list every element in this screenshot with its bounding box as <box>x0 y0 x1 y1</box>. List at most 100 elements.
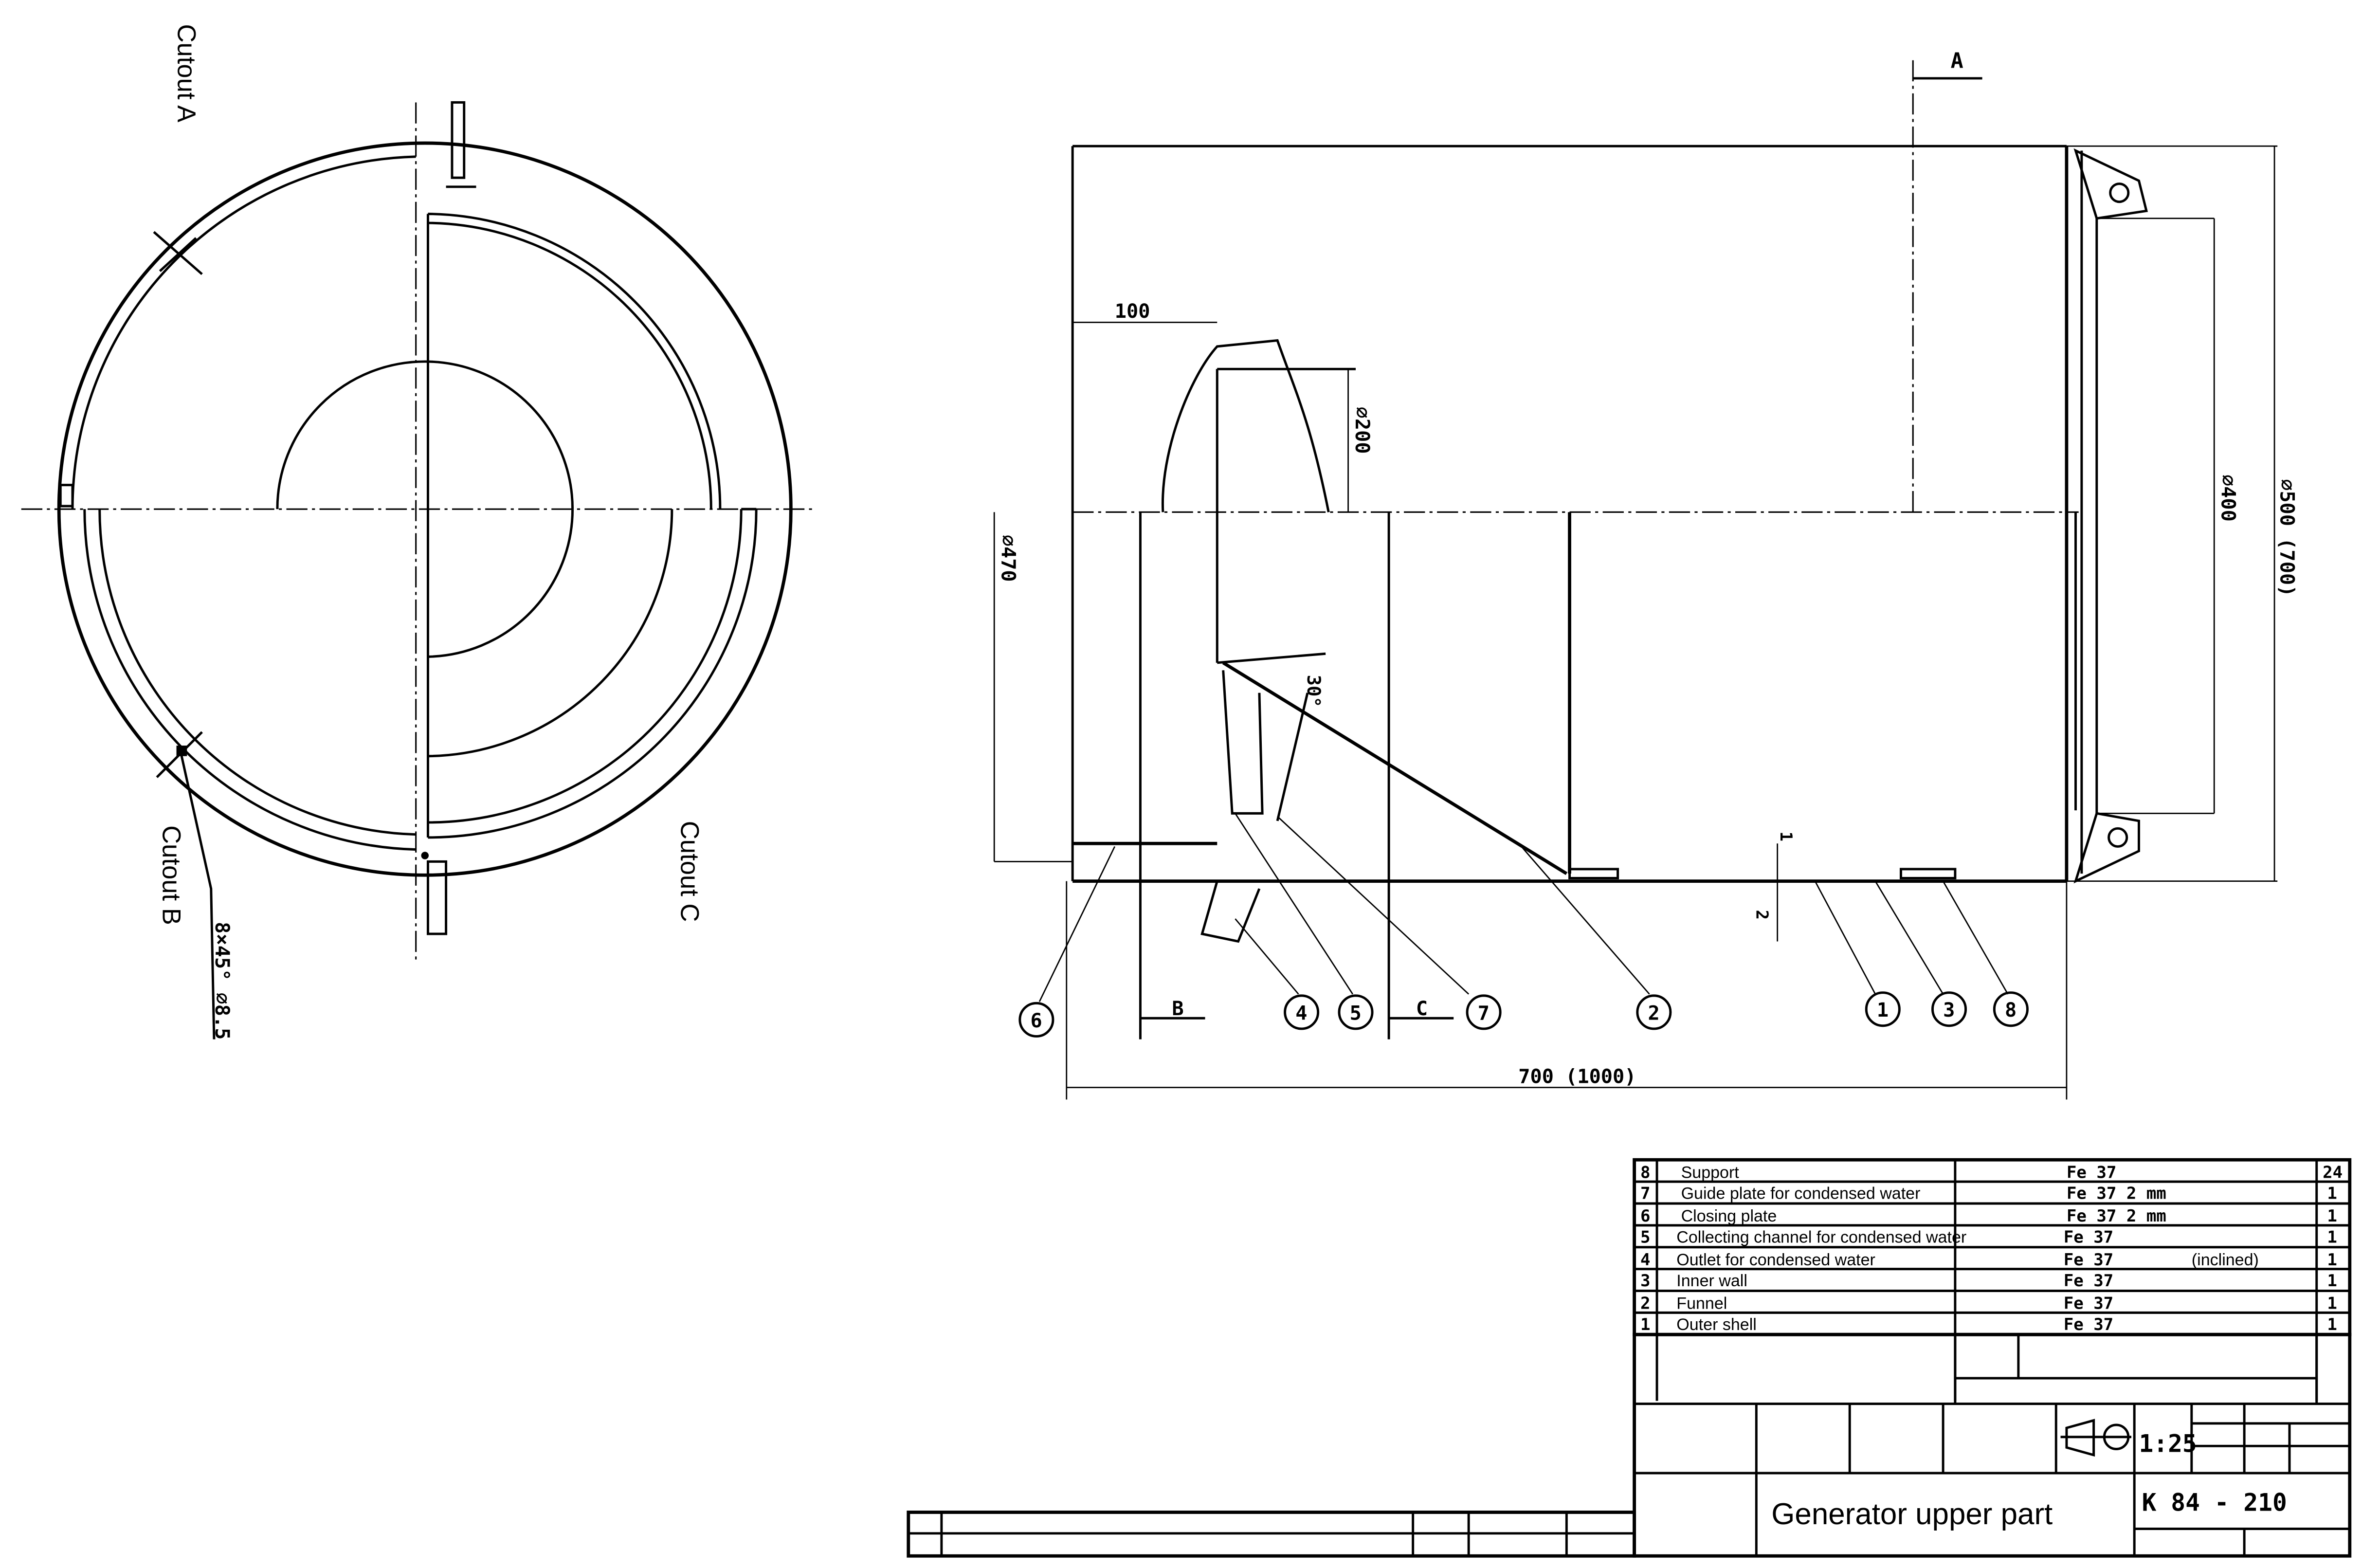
chamfer-leader <box>180 753 216 1039</box>
bottom-left-ring-inner <box>98 509 416 836</box>
callout-8: 8 <box>1993 991 2029 1027</box>
side-view: A 100 ⌀200 ⌀470 ⌀400 <box>993 49 2298 1100</box>
svg-text:1: 1 <box>1640 1315 1651 1334</box>
svg-text:Outlet for condensed water: Outlet for condensed water <box>1676 1251 1875 1269</box>
inner-semicircle <box>276 360 574 510</box>
dim-100: 100 <box>1115 300 1150 323</box>
svg-text:5: 5 <box>1350 1002 1362 1024</box>
parts-row: 7 Guide plate for condensed water Fe 37 2 … <box>1640 1184 2337 1203</box>
svg-text:Fe 37: Fe 37 <box>2064 1227 2113 1247</box>
svg-text:1: 1 <box>2327 1206 2337 1226</box>
svg-text:Fe 37: Fe 37 <box>2064 1294 2113 1313</box>
scale-value: 1:25 <box>2139 1430 2197 1458</box>
svg-text:Inner wall: Inner wall <box>1676 1272 1747 1290</box>
svg-text:Fe 37: Fe 37 <box>2064 1271 2113 1291</box>
breakout-outline <box>1161 339 1330 512</box>
top-right-ring-inner <box>428 221 712 510</box>
dim-length: 700 (1000) <box>1518 1065 1636 1088</box>
svg-text:1: 1 <box>2327 1184 2337 1203</box>
svg-text:8: 8 <box>2005 999 2017 1021</box>
svg-text:1: 1 <box>2327 1250 2337 1270</box>
svg-text:Fe 37 2 mm: Fe 37 2 mm <box>2067 1206 2166 1226</box>
dim-d470: ⌀470 <box>997 535 1019 582</box>
bottom-bracket <box>2073 812 2140 884</box>
drawing-title: Generator upper part <box>1771 1497 2053 1531</box>
callout-6: 6 <box>1018 1002 1054 1038</box>
thickness-1: 1 <box>1776 831 1796 841</box>
angle-30: 30° <box>1303 675 1324 708</box>
svg-text:Fe 37: Fe 37 <box>2064 1315 2113 1334</box>
callout-4: 4 <box>1284 994 1320 1030</box>
svg-text:7: 7 <box>1478 1002 1490 1024</box>
parts-row: 4 Outlet for condensed water Fe 37 (incline… <box>1640 1250 2337 1270</box>
svg-text:5: 5 <box>1640 1227 1651 1247</box>
collecting-channel <box>1222 670 1264 815</box>
cutout-a-label: Cutout A <box>172 24 201 123</box>
bottom-right-quarter-small <box>428 509 574 658</box>
top-support-tab <box>451 101 466 179</box>
parts-row: 8 Support Fe 37 24 <box>1640 1163 2343 1182</box>
svg-text:1: 1 <box>2327 1227 2337 1247</box>
svg-text:2: 2 <box>1648 1002 1659 1024</box>
callout-3: 3 <box>1931 991 1967 1027</box>
svg-text:1: 1 <box>1877 999 1889 1021</box>
callout-1: 1 <box>1865 991 1901 1027</box>
svg-text:3: 3 <box>1943 999 1955 1021</box>
funnel-line <box>1222 661 1568 875</box>
svg-text:4: 4 <box>1640 1250 1651 1270</box>
callout-2: 2 <box>1636 994 1672 1030</box>
svg-text:Collecting channel for condens: Collecting channel for condensed water <box>1676 1228 1966 1246</box>
guide-plate <box>1276 693 1309 821</box>
svg-text:6: 6 <box>1030 1010 1042 1032</box>
dim-d200: ⌀200 <box>1351 407 1373 454</box>
svg-text:Outer shell: Outer shell <box>1676 1315 1757 1334</box>
parts-row: 5 Collecting channel for condensed water F… <box>1640 1227 2337 1247</box>
bottom-left-ring-outer <box>83 509 416 851</box>
cutout-b-label: Cutout B <box>157 825 186 925</box>
callout-5: 5 <box>1338 994 1374 1030</box>
bottom-support-tab <box>426 860 448 935</box>
bottom-right-ring-inner <box>428 509 743 824</box>
svg-text:7: 7 <box>1640 1184 1651 1203</box>
bottom-right-ring-outer <box>428 509 758 839</box>
svg-text:Fe 37: Fe 37 <box>2064 1250 2113 1270</box>
svg-text:24: 24 <box>2323 1163 2343 1182</box>
svg-text:Funnel: Funnel <box>1676 1295 1727 1313</box>
dim-d400: ⌀400 <box>2217 474 2239 522</box>
svg-text:8: 8 <box>1640 1163 1651 1182</box>
chamfer-note: 8×45° ⌀8.5 <box>211 922 233 1039</box>
parts-row: 1 Outer shell Fe 37 1 <box>1640 1315 2337 1334</box>
revision-strip <box>907 1511 1636 1558</box>
svg-text:Support: Support <box>1681 1163 1740 1182</box>
callout-7: 7 <box>1466 994 1502 1030</box>
svg-text:Fe 37: Fe 37 <box>2067 1163 2116 1182</box>
section-c-label: C <box>1416 998 1428 1020</box>
top-bracket <box>2073 148 2148 220</box>
svg-text:(inclined): (inclined) <box>2192 1251 2259 1269</box>
svg-text:6: 6 <box>1640 1206 1651 1226</box>
section-a-label: A <box>1951 49 1963 73</box>
svg-text:Fe 37 2 mm: Fe 37 2 mm <box>2067 1184 2166 1203</box>
svg-text:1: 1 <box>2327 1271 2337 1291</box>
drawing-number: K 84 - 210 <box>2142 1488 2287 1516</box>
projection-symbol-icon <box>2060 1419 2132 1457</box>
svg-text:3: 3 <box>1640 1271 1651 1291</box>
svg-text:2: 2 <box>1640 1294 1651 1313</box>
top-left-inner-ring <box>71 155 416 510</box>
svg-text:1: 1 <box>2327 1315 2337 1334</box>
outlet-pipe <box>1200 880 1261 943</box>
svg-text:4: 4 <box>1295 1002 1307 1024</box>
bottom-right-quarter-large <box>428 509 673 758</box>
outer-circle <box>57 141 793 877</box>
section-b-label: B <box>1172 998 1183 1020</box>
top-right-ring-outer <box>428 213 722 510</box>
parts-row: 6 Closing plate Fe 37 2 mm 1 <box>1640 1206 2337 1226</box>
svg-text:Guide plate for condensed wate: Guide plate for condensed water <box>1681 1185 1921 1203</box>
svg-text:1: 1 <box>2327 1294 2337 1313</box>
parts-row: 3 Inner wall Fe 37 1 <box>1640 1271 2337 1291</box>
svg-text:Closing plate: Closing plate <box>1681 1207 1777 1225</box>
thickness-2: 2 <box>1752 910 1771 920</box>
cutout-c-label: Cutout C <box>675 821 704 922</box>
